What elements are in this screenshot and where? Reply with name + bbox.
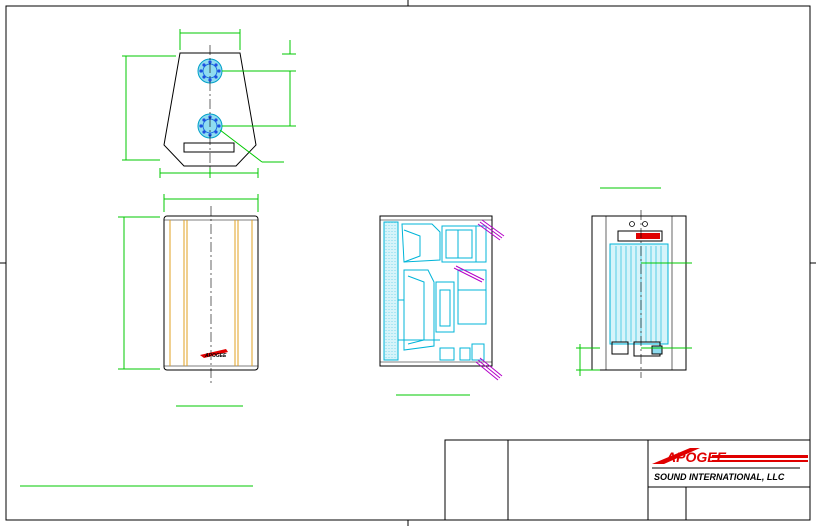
top-view	[122, 29, 296, 178]
title-block	[444, 439, 811, 521]
rear-view-dimensions	[576, 262, 692, 376]
connector-panel	[611, 341, 663, 357]
front-badge-text: APOGEE	[204, 353, 227, 359]
grille-mesh-dots	[385, 222, 396, 360]
side-grille-mesh	[383, 221, 399, 361]
rear-mount-hole-right	[642, 221, 648, 227]
top-view-dimensions	[122, 29, 296, 178]
logo-wordmark: APOGEE	[665, 449, 727, 465]
heatsink-fins	[615, 246, 662, 342]
front-badge: APOGEE	[200, 349, 228, 359]
side-section-view	[379, 215, 505, 396]
company-logo: APOGEE SOUND INTERNATIONAL, LLC	[652, 448, 808, 482]
rear-view	[576, 187, 692, 378]
internal-components	[398, 223, 487, 361]
logo-subtitle: SOUND INTERNATIONAL, LLC	[654, 472, 785, 482]
front-view-dimensions	[118, 194, 259, 407]
rigging-hardware	[453, 219, 505, 381]
front-view: APOGEE	[118, 194, 259, 407]
rear-mount-hole-left	[629, 221, 635, 227]
top-view-handle-slot	[183, 142, 235, 153]
top-view-outline	[163, 52, 257, 167]
rear-cabinet	[591, 215, 687, 371]
grille-wood-stripes	[169, 220, 253, 366]
side-cabinet	[379, 215, 493, 367]
amp-panel	[609, 243, 669, 345]
rear-handle	[617, 230, 663, 242]
